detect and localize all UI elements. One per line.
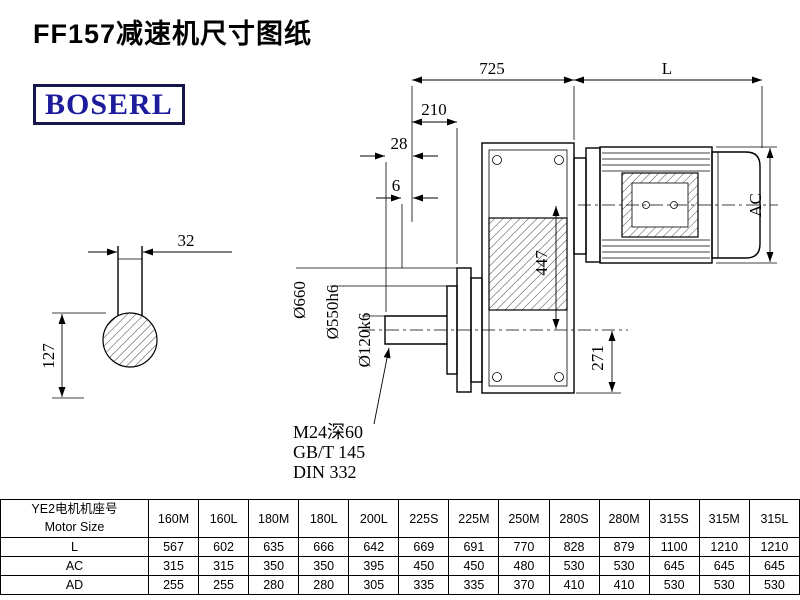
table-cell: 315 <box>198 556 250 576</box>
table-cell: 642 <box>348 537 400 557</box>
shaft-circle <box>102 312 158 368</box>
fan-cover <box>711 151 761 259</box>
table-cell: 602 <box>198 537 250 557</box>
table-cell: 635 <box>248 537 300 557</box>
table-cell: 255 <box>147 575 200 595</box>
dim-725: 725 <box>479 59 505 78</box>
dim-271: 271 <box>588 345 607 371</box>
page-title: FF157减速机尺寸图纸 <box>33 19 313 49</box>
table-cell: 530 <box>598 556 650 576</box>
table-cell: 395 <box>348 556 400 576</box>
table-cell: 315 <box>147 556 200 576</box>
column-header: 180L <box>298 499 350 538</box>
output-shaft <box>384 315 447 345</box>
table-cell: 410 <box>598 575 650 595</box>
column-header: 315M <box>698 499 750 538</box>
dim-spigot-dia: Ø550h6 <box>323 285 342 340</box>
table-cell: 645 <box>748 556 800 576</box>
column-header: 200L <box>348 499 400 538</box>
table-cell: 370 <box>498 575 550 595</box>
column-header: 250M <box>498 499 550 538</box>
column-header: 315L <box>748 499 800 538</box>
column-header: 280M <box>598 499 650 538</box>
dim-AC: AC <box>746 193 765 217</box>
table-cell: 666 <box>298 537 350 557</box>
dim-28: 28 <box>391 134 408 153</box>
dim-210: 210 <box>421 100 447 119</box>
dim-447: 447 <box>532 250 551 276</box>
column-header: 315S <box>648 499 700 538</box>
table-cell: 879 <box>598 537 650 557</box>
column-header: 225M <box>448 499 500 538</box>
dim-key-width: 32 <box>178 231 195 250</box>
table-cell: 691 <box>448 537 500 557</box>
row-label: L <box>0 537 149 557</box>
table-cell: 255 <box>198 575 250 595</box>
column-header: 225S <box>398 499 450 538</box>
table-cell: 530 <box>748 575 800 595</box>
table-cell: 480 <box>498 556 550 576</box>
shaft-end-view: 32 127 <box>39 231 232 399</box>
table-cell: 567 <box>147 537 200 557</box>
table-cell: 450 <box>398 556 450 576</box>
dimension-lines: 725 L 210 28 6 AC 447 271 Ø660 Ø550h6 Ø1 <box>290 59 777 482</box>
note-din: DIN 332 <box>293 462 357 482</box>
header-cn: YE2电机机座号 <box>31 502 118 516</box>
table-cell: 530 <box>698 575 750 595</box>
table-cell: 530 <box>648 575 700 595</box>
table-cell: 410 <box>548 575 600 595</box>
dim-flange-dia: Ø660 <box>290 281 309 319</box>
table-cell: 280 <box>248 575 300 595</box>
dim-127: 127 <box>39 343 58 369</box>
dim-shaft-dia: Ø120k6 <box>355 313 374 368</box>
table-corner-header: YE2电机机座号 Motor Size <box>0 499 149 538</box>
gearbox-housing <box>481 142 575 394</box>
table-cell: 645 <box>698 556 750 576</box>
table-cell: 828 <box>548 537 600 557</box>
dim-6: 6 <box>392 176 401 195</box>
note-gbt: GB/T 145 <box>293 442 365 462</box>
gear-section <box>488 217 568 311</box>
table-cell: 770 <box>498 537 550 557</box>
table-cell: 335 <box>448 575 500 595</box>
motor-fins <box>602 152 710 259</box>
table-cell: 335 <box>398 575 450 595</box>
table-cell: 1210 <box>748 537 800 557</box>
table-cell: 530 <box>548 556 600 576</box>
row-label: AC <box>0 556 149 576</box>
technical-drawing: 32 127 <box>39 59 778 482</box>
column-header: 160M <box>147 499 200 538</box>
table-cell: 280 <box>298 575 350 595</box>
row-label: AD <box>0 575 149 595</box>
table-cell: 350 <box>298 556 350 576</box>
table-cell: 1210 <box>698 537 750 557</box>
table-cell: 305 <box>348 575 400 595</box>
table-cell: 645 <box>648 556 700 576</box>
table-cell: 450 <box>448 556 500 576</box>
table-cell: 350 <box>248 556 300 576</box>
note-tap: M24深60 <box>293 422 363 442</box>
motor-adapter <box>573 157 587 255</box>
column-header: 180M <box>248 499 300 538</box>
column-header: 160L <box>198 499 250 538</box>
brand-logo: BOSERL <box>33 84 185 125</box>
table-cell: 1100 <box>648 537 700 557</box>
table-cell: 669 <box>398 537 450 557</box>
column-header: 280S <box>548 499 600 538</box>
dim-L: L <box>662 59 672 78</box>
header-en: Motor Size <box>44 519 105 534</box>
